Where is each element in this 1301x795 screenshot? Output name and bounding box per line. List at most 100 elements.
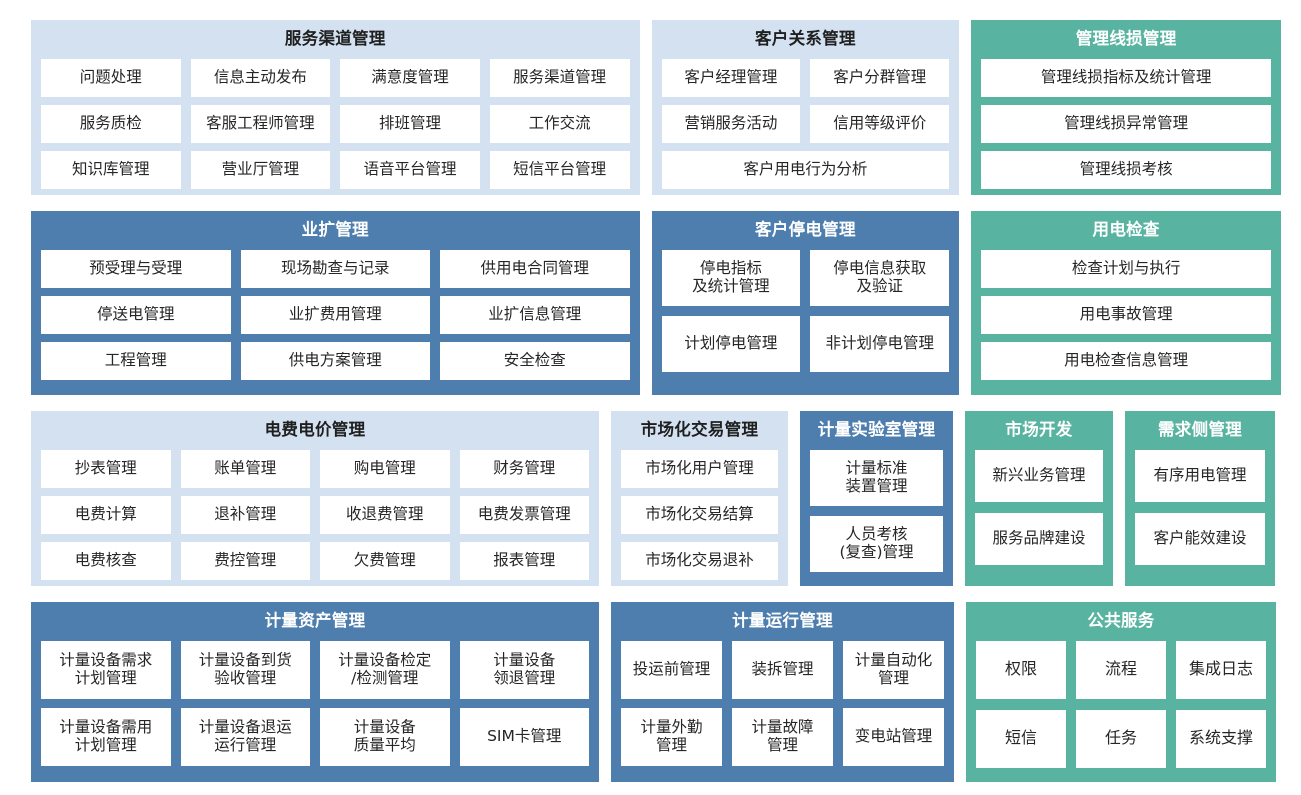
module-tile[interactable]: 计量设备需求 计划管理 (41, 640, 171, 699)
module-tile[interactable]: 新兴业务管理 (975, 449, 1103, 502)
panel-customer-relationship[interactable]: 客户关系管理 客户经理管理 客户分群管理 营销服务活动 信用等级评价 客户用电行… (651, 20, 960, 195)
module-tile[interactable]: 有序用电管理 (1135, 449, 1265, 502)
panel-demand-side[interactable]: 需求侧管理 有序用电管理 客户能效建设 (1125, 411, 1275, 586)
module-tile[interactable]: 人员考核 (复查)管理 (810, 515, 943, 572)
module-tile[interactable]: 检查计划与执行 (981, 249, 1271, 288)
module-tile[interactable]: 抄表管理 (41, 449, 171, 488)
panel-items-metering-asset: 计量设备需求 计划管理 计量设备到货 验收管理 计量设备检定 /检测管理 计量设… (41, 640, 589, 771)
module-tile[interactable]: 任务 (1076, 709, 1166, 768)
module-tile[interactable]: 业扩费用管理 (240, 295, 430, 334)
module-tile[interactable]: 费控管理 (180, 541, 310, 580)
module-tile[interactable]: 财务管理 (459, 449, 589, 488)
module-tile[interactable]: 服务品牌建设 (975, 512, 1103, 565)
module-tile[interactable]: 计量设备 领退管理 (459, 640, 589, 699)
module-tile[interactable]: 信用等级评价 (810, 104, 950, 143)
panel-market-trading[interactable]: 市场化交易管理 市场化用户管理 市场化交易结算 市场化交易退补 (611, 411, 788, 586)
panel-public-service[interactable]: 公共服务 权限 流程 集成日志 短信 任务 系统支撑 (966, 602, 1276, 782)
module-tile[interactable]: 计量设备退运 运行管理 (180, 707, 310, 766)
panel-items-service-channel: 问题处理 信息主动发布 满意度管理 服务渠道管理 服务质检 客服工程师管理 排班… (41, 58, 630, 189)
panel-metering-operation[interactable]: 计量运行管理 投运前管理 装拆管理 计量自动化 管理 计量外勤 管理 计量故障 … (611, 602, 954, 782)
module-tile[interactable]: 供电方案管理 (240, 341, 430, 380)
module-tile[interactable]: 信息主动发布 (190, 58, 331, 97)
module-tile[interactable]: 服务渠道管理 (489, 58, 630, 97)
module-tile[interactable]: 客服工程师管理 (190, 104, 331, 143)
module-tile[interactable]: 知识库管理 (41, 150, 181, 189)
module-tile[interactable]: 购电管理 (320, 449, 450, 488)
module-tile[interactable]: 流程 (1076, 640, 1166, 699)
module-tile[interactable]: 退补管理 (180, 495, 310, 534)
panel-service-channel[interactable]: 服务渠道管理 问题处理 信息主动发布 满意度管理 服务渠道管理 服务质检 客服工… (31, 20, 640, 195)
module-tile[interactable]: 短信 (976, 709, 1066, 768)
module-tile[interactable]: 停电指标 及统计管理 (661, 249, 801, 306)
module-tile[interactable]: 业扩信息管理 (440, 295, 630, 334)
module-tile[interactable]: 收退费管理 (320, 495, 450, 534)
module-tile[interactable]: 停送电管理 (41, 295, 231, 334)
panel-items-metering-lab: 计量标准 装置管理 人员考核 (复查)管理 (810, 449, 943, 575)
module-tile[interactable]: 账单管理 (180, 449, 310, 488)
module-tile[interactable]: 现场勘查与记录 (240, 249, 430, 288)
panel-power-inspection[interactable]: 用电检查 检查计划与执行 用电事故管理 用电检查信息管理 (971, 211, 1281, 395)
panel-tariff-price[interactable]: 电费电价管理 抄表管理 账单管理 购电管理 财务管理 电费计算 退补管理 收退费… (31, 411, 599, 586)
module-tile[interactable]: 短信平台管理 (489, 150, 630, 189)
module-tile[interactable]: 营销服务活动 (661, 104, 801, 143)
module-tile[interactable]: 管理线损异常管理 (981, 104, 1271, 143)
module-tile[interactable]: SIM卡管理 (459, 707, 589, 766)
module-tile[interactable]: 集成日志 (1176, 640, 1266, 699)
panel-title-market-development: 市场开发 (1005, 420, 1073, 439)
module-tile[interactable]: 计量设备 质量平均 (320, 707, 450, 766)
module-tile[interactable]: 安全检查 (440, 341, 630, 380)
module-tile[interactable]: 客户能效建设 (1135, 512, 1265, 565)
panel-title-metering-asset: 计量资产管理 (264, 611, 366, 630)
module-tile[interactable]: 电费核查 (41, 541, 171, 580)
panel-customer-outage[interactable]: 客户停电管理 停电指标 及统计管理 停电信息获取 及验证 计划停电管理 非计划停… (651, 211, 960, 395)
module-tile[interactable]: 计量标准 装置管理 (810, 449, 943, 506)
module-tile[interactable]: 非计划停电管理 (810, 315, 950, 372)
module-tile[interactable]: 装拆管理 (732, 640, 833, 699)
module-tile[interactable]: 工程管理 (41, 341, 231, 380)
module-tile[interactable]: 客户经理管理 (661, 58, 801, 97)
panel-title-metering-operation: 计量运行管理 (732, 611, 833, 630)
module-tile[interactable]: 电费发票管理 (459, 495, 589, 534)
module-tile[interactable]: 电费计算 (41, 495, 171, 534)
module-tile[interactable]: 问题处理 (41, 58, 181, 97)
module-tile[interactable]: 欠费管理 (320, 541, 450, 580)
module-tile[interactable]: 变电站管理 (843, 707, 944, 766)
module-tile[interactable]: 用电检查信息管理 (981, 341, 1271, 380)
module-tile[interactable]: 客户分群管理 (810, 58, 950, 97)
panel-title-customer-relationship: 客户关系管理 (754, 29, 856, 48)
module-tile[interactable]: 系统支撑 (1176, 709, 1266, 768)
module-tile[interactable]: 权限 (976, 640, 1066, 699)
panel-title-market-trading: 市场化交易管理 (640, 420, 759, 439)
module-tile[interactable]: 计量设备到货 验收管理 (180, 640, 310, 699)
module-tile[interactable]: 计划停电管理 (661, 315, 801, 372)
module-tile[interactable]: 计量自动化 管理 (843, 640, 944, 699)
module-tile[interactable]: 排班管理 (340, 104, 480, 143)
module-tile[interactable]: 计量故障 管理 (732, 707, 833, 766)
module-tile[interactable]: 客户用电行为分析 (661, 150, 950, 189)
panel-metering-lab[interactable]: 计量实验室管理 计量标准 装置管理 人员考核 (复查)管理 (800, 411, 953, 586)
module-tile[interactable]: 营业厅管理 (190, 150, 331, 189)
module-tile[interactable]: 市场化用户管理 (621, 449, 778, 488)
module-tile[interactable]: 报表管理 (459, 541, 589, 580)
module-tile[interactable]: 预受理与受理 (41, 249, 231, 288)
module-tile[interactable]: 计量外勤 管理 (621, 707, 722, 766)
panel-business-expansion[interactable]: 业扩管理 预受理与受理 现场勘查与记录 供用电合同管理 停送电管理 业扩费用管理… (31, 211, 640, 395)
module-tile[interactable]: 语音平台管理 (340, 150, 480, 189)
module-tile[interactable]: 用电事故管理 (981, 295, 1271, 334)
panel-market-development[interactable]: 市场开发 新兴业务管理 服务品牌建设 (965, 411, 1113, 586)
module-tile[interactable]: 市场化交易结算 (621, 495, 778, 534)
module-tile[interactable]: 管理线损指标及统计管理 (981, 58, 1271, 97)
module-tile[interactable]: 计量设备需用 计划管理 (41, 707, 171, 766)
module-tile[interactable]: 市场化交易退补 (621, 541, 778, 580)
module-tile[interactable]: 管理线损考核 (981, 150, 1271, 189)
panel-title-business-expansion: 业扩管理 (301, 220, 369, 239)
panel-management-line-loss[interactable]: 管理线损管理 管理线损指标及统计管理 管理线损异常管理 管理线损考核 (971, 20, 1281, 195)
module-tile[interactable]: 计量设备检定 /检测管理 (320, 640, 450, 699)
module-tile[interactable]: 工作交流 (489, 104, 630, 143)
module-tile[interactable]: 供用电合同管理 (440, 249, 630, 288)
module-tile[interactable]: 满意度管理 (340, 58, 480, 97)
module-tile[interactable]: 停电信息获取 及验证 (810, 249, 950, 306)
module-tile[interactable]: 投运前管理 (621, 640, 722, 699)
module-tile[interactable]: 服务质检 (41, 104, 181, 143)
panel-metering-asset[interactable]: 计量资产管理 计量设备需求 计划管理 计量设备到货 验收管理 计量设备检定 /检… (31, 602, 599, 782)
